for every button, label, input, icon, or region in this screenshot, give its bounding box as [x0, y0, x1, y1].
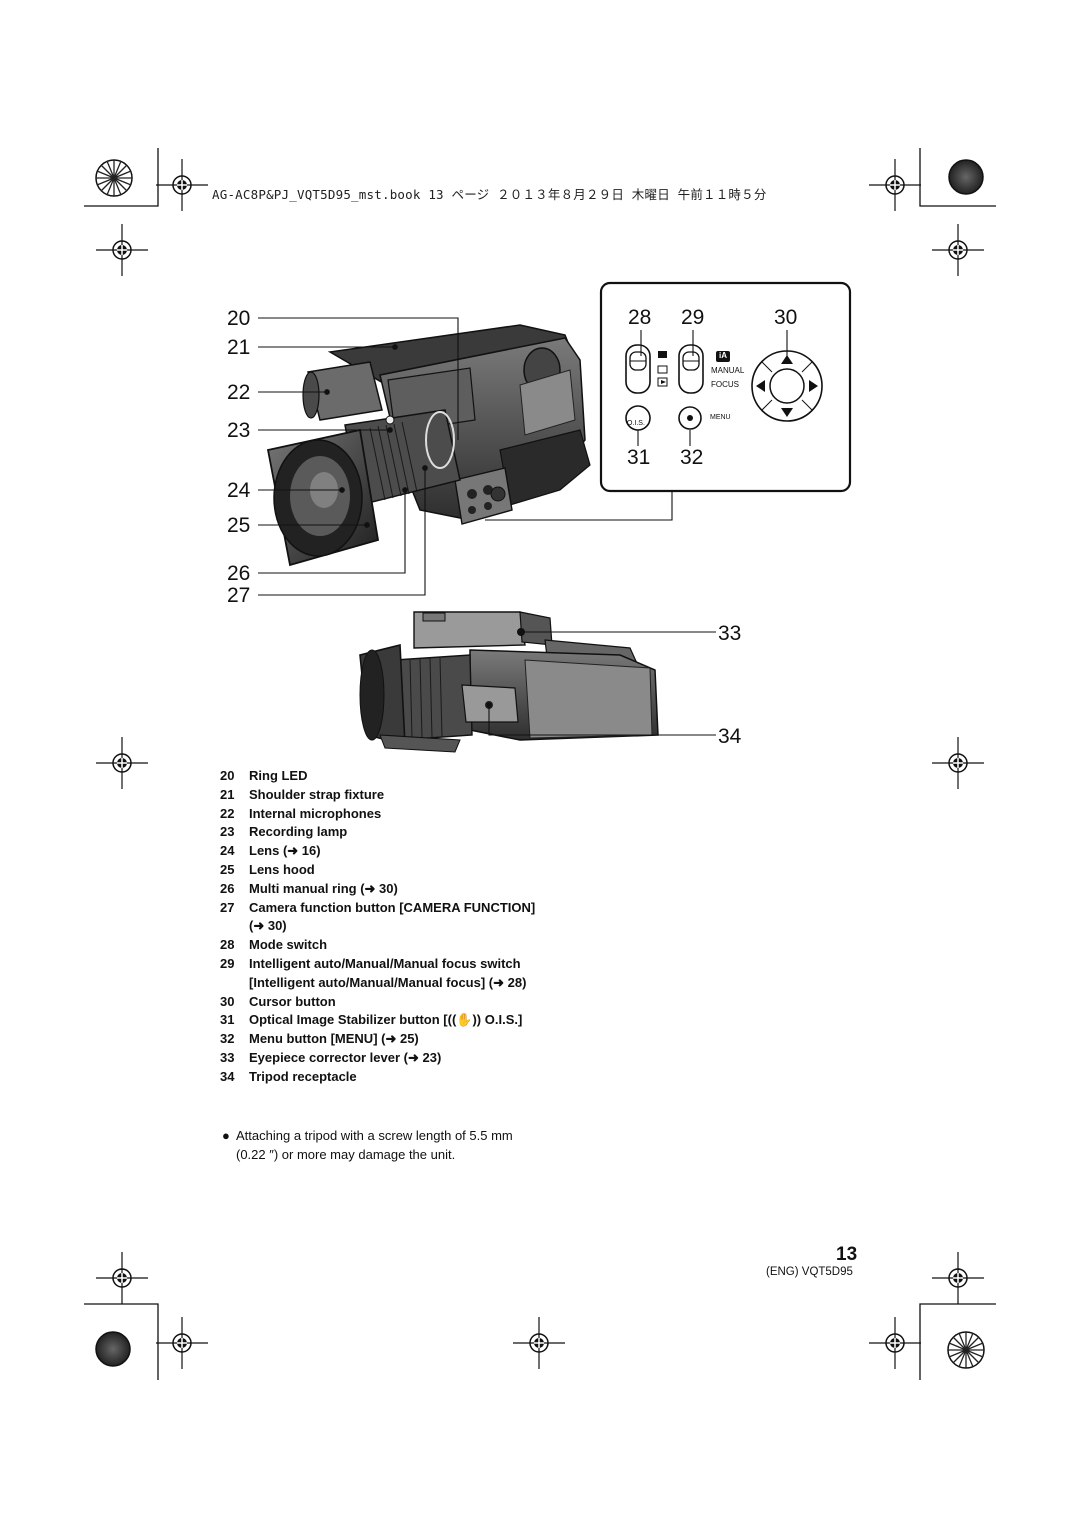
- legend-number: 26: [220, 880, 235, 896]
- legend-number: 24: [220, 843, 235, 859]
- callout-30: 30: [774, 306, 798, 329]
- legend-number: 33: [220, 1049, 235, 1065]
- legend-item: 29 Intelligent auto/Manual/Manual focus s…: [220, 955, 540, 993]
- registration-mark: [931, 736, 985, 790]
- ois-label: O.I.S.: [627, 420, 645, 427]
- legend-item: 31 Optical Image Stabilizer button [((✋))…: [220, 1011, 540, 1030]
- legend-number: 25: [220, 861, 235, 877]
- legend-item: 32 Menu button [MENU] (➜ 25): [220, 1030, 540, 1049]
- legend-text: Ring LED: [249, 768, 308, 783]
- header-text: AG-AC8P&PJ_VQT5D95_mst.book 13 ページ ２０１３年…: [212, 187, 767, 202]
- crop-marks: [84, 148, 996, 1380]
- starburst-mark-top-left: [95, 159, 133, 197]
- legend-item: 30 Cursor button: [220, 993, 540, 1012]
- legend-item: 33 Eyepiece corrector lever (➜ 23): [220, 1049, 540, 1068]
- page-number: 13: [836, 1244, 858, 1265]
- registration-mark: [95, 1251, 149, 1305]
- registration-mark: [95, 223, 149, 277]
- legend-text: Lens (➜ 16): [249, 843, 321, 859]
- callout-32: 32: [680, 446, 704, 469]
- legend-item: 28 Mode switch: [220, 936, 540, 955]
- legend-item: 25 Lens hood: [220, 861, 540, 880]
- legend-number: 31: [220, 1012, 235, 1028]
- menu-label: MENU: [710, 414, 731, 421]
- registration-mark: [868, 1316, 922, 1370]
- legend-number: 28: [220, 937, 235, 953]
- camera-front-illustration: [266, 324, 591, 567]
- legend-item: 22 Internal microphones: [220, 805, 540, 824]
- controls-inset: [599, 281, 852, 493]
- legend-text: Multi manual ring (➜ 30): [249, 880, 398, 896]
- legend-number: 30: [220, 993, 235, 1009]
- starburst-mark-bottom-right: [947, 1331, 985, 1369]
- camera-side-illustration: [359, 611, 659, 753]
- legend-text: Internal microphones: [249, 805, 382, 821]
- callout-34: 34: [718, 725, 742, 748]
- registration-mark: [155, 1316, 209, 1370]
- legend-number: 22: [220, 805, 235, 821]
- registration-mark: [931, 223, 985, 277]
- callout-24: 24: [227, 479, 251, 502]
- legend-text: Menu button [MENU] (➜ 25): [249, 1031, 419, 1047]
- callout-33: 33: [718, 622, 742, 645]
- legend-text: Recording lamp: [249, 824, 348, 840]
- legend-text: Camera function button [CAMERA FUNCTION]…: [249, 899, 536, 934]
- legend-item: 26 Multi manual ring (➜ 30): [220, 880, 540, 899]
- callout-leaders: [258, 317, 673, 596]
- legend-number: 21: [220, 786, 235, 802]
- tripod-note: ● Attaching a tripod with a screw length…: [222, 1126, 522, 1164]
- legend-number: 29: [220, 955, 235, 971]
- callout-27: 27: [227, 584, 251, 607]
- callout-26: 26: [227, 562, 251, 585]
- registration-mark: [512, 1316, 566, 1370]
- legend-text: Shoulder strap fixture: [249, 786, 385, 802]
- legend-number: 34: [220, 1068, 235, 1084]
- focus-label: FOCUS: [711, 380, 739, 389]
- callout-25: 25: [227, 514, 251, 537]
- ia-badge: iA: [719, 351, 727, 360]
- legend-text: Optical Image Stabilizer button [((✋)) O…: [249, 1012, 523, 1028]
- callout-21: 21: [227, 336, 251, 359]
- legend-text: Tripod receptacle: [249, 1068, 357, 1084]
- note-text: Attaching a tripod with a screw length o…: [236, 1128, 513, 1162]
- legend-item: 27 Camera function button [CAMERA FUNCTIO…: [220, 899, 540, 937]
- callout-22: 22: [227, 381, 251, 404]
- callout-31: 31: [627, 446, 651, 469]
- legend-item: 20 Ring LED: [220, 767, 540, 786]
- legend-item: 34 Tripod receptacle: [220, 1068, 540, 1087]
- registration-mark: [868, 158, 922, 212]
- legend-text: Eyepiece corrector lever (➜ 23): [249, 1049, 442, 1065]
- document-code: (ENG) VQT5D95: [766, 1266, 853, 1278]
- registration-mark: [155, 158, 209, 212]
- legend-item: 21 Shoulder strap fixture: [220, 786, 540, 805]
- registration-mark: [931, 1251, 985, 1305]
- legend-number: 20: [220, 768, 235, 783]
- registration-mark: [95, 736, 149, 790]
- legend-text: Cursor button: [249, 993, 336, 1009]
- manual-label: MANUAL: [711, 366, 745, 375]
- legend-number: 23: [220, 824, 235, 840]
- callout-23: 23: [227, 419, 251, 442]
- starburst-mark-top-right: [948, 159, 984, 195]
- legend-text: Mode switch: [249, 937, 328, 953]
- bullet-icon: ●: [222, 1128, 230, 1143]
- legend-item: 23 Recording lamp: [220, 823, 540, 842]
- callout-29: 29: [681, 306, 705, 329]
- legend-number: 32: [220, 1031, 235, 1047]
- legend-item: 24 Lens (➜ 16): [220, 842, 540, 861]
- legend-text: Lens hood: [249, 861, 315, 877]
- legend-text: Intelligent auto/Manual/Manual focus swi…: [249, 955, 527, 990]
- callout-20: 20: [227, 307, 251, 330]
- legend-number: 27: [220, 899, 235, 915]
- callout-28: 28: [628, 306, 652, 329]
- starburst-mark-bottom-left: [95, 1331, 131, 1367]
